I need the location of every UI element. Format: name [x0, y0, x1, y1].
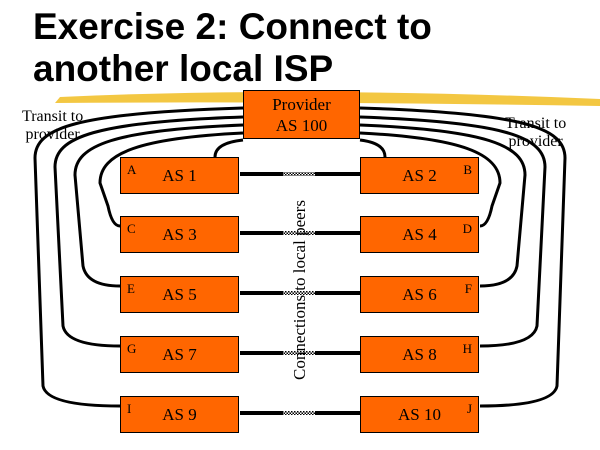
as-name: AS 8: [402, 345, 437, 364]
peers-label: Connections to local peers: [290, 200, 309, 380]
as-letter: H: [462, 341, 472, 356]
as-name: AS 6: [402, 285, 437, 304]
transit-right-line1: Transit to: [505, 115, 567, 132]
as-box: F AS 6: [360, 276, 479, 313]
as-letter: B: [463, 162, 472, 177]
as-letter: J: [466, 401, 472, 416]
title-line-1: Exercise 2: Connect to: [33, 6, 432, 47]
as-letter: D: [462, 221, 472, 236]
as-letter: E: [127, 281, 135, 296]
as-box: B AS 2: [360, 157, 479, 194]
as-letter: G: [127, 341, 137, 356]
as-box: I AS 9: [120, 396, 239, 433]
as-name: AS 4: [402, 225, 437, 244]
transit-link: [213, 138, 244, 158]
transit-left-line1: Transit to: [22, 108, 84, 125]
as-letter: F: [464, 281, 472, 296]
as-box: D AS 4: [360, 216, 479, 253]
as-box: J AS 10: [360, 396, 479, 433]
as-letter: A: [127, 162, 137, 177]
provider-box: Provider AS 100: [243, 90, 360, 139]
as-box: G AS 7: [120, 336, 239, 373]
as-name: AS 9: [162, 405, 197, 424]
provider-line1: Provider: [272, 95, 331, 114]
provider-line2: AS 100: [275, 116, 328, 135]
as-box: A AS 1: [120, 157, 239, 194]
as-letter: C: [127, 221, 136, 236]
as-name: AS 7: [162, 345, 197, 364]
as-name: AS 3: [162, 225, 197, 244]
transit-link: [359, 131, 502, 228]
as-name: AS 5: [162, 285, 197, 304]
as-name: AS 1: [162, 166, 197, 185]
transit-link: [359, 123, 527, 288]
title-line-2: another local ISP: [33, 48, 334, 89]
transit-link: [73, 123, 244, 288]
transit-link: [98, 131, 244, 228]
transit-link: [359, 138, 387, 158]
as-box: H AS 8: [360, 336, 479, 373]
as-letter: I: [127, 401, 132, 416]
as-name: AS 2: [402, 166, 437, 185]
transit-link: [33, 106, 244, 408]
as-box: E AS 5: [120, 276, 239, 313]
as-name: AS 10: [398, 405, 441, 424]
transit-right-line2: provider: [508, 133, 563, 150]
transit-link: [53, 115, 244, 348]
transit-link: [359, 106, 567, 408]
transit-link: [359, 115, 547, 348]
as-box: C AS 3: [120, 216, 239, 253]
transit-left-line2: provider: [25, 126, 80, 143]
